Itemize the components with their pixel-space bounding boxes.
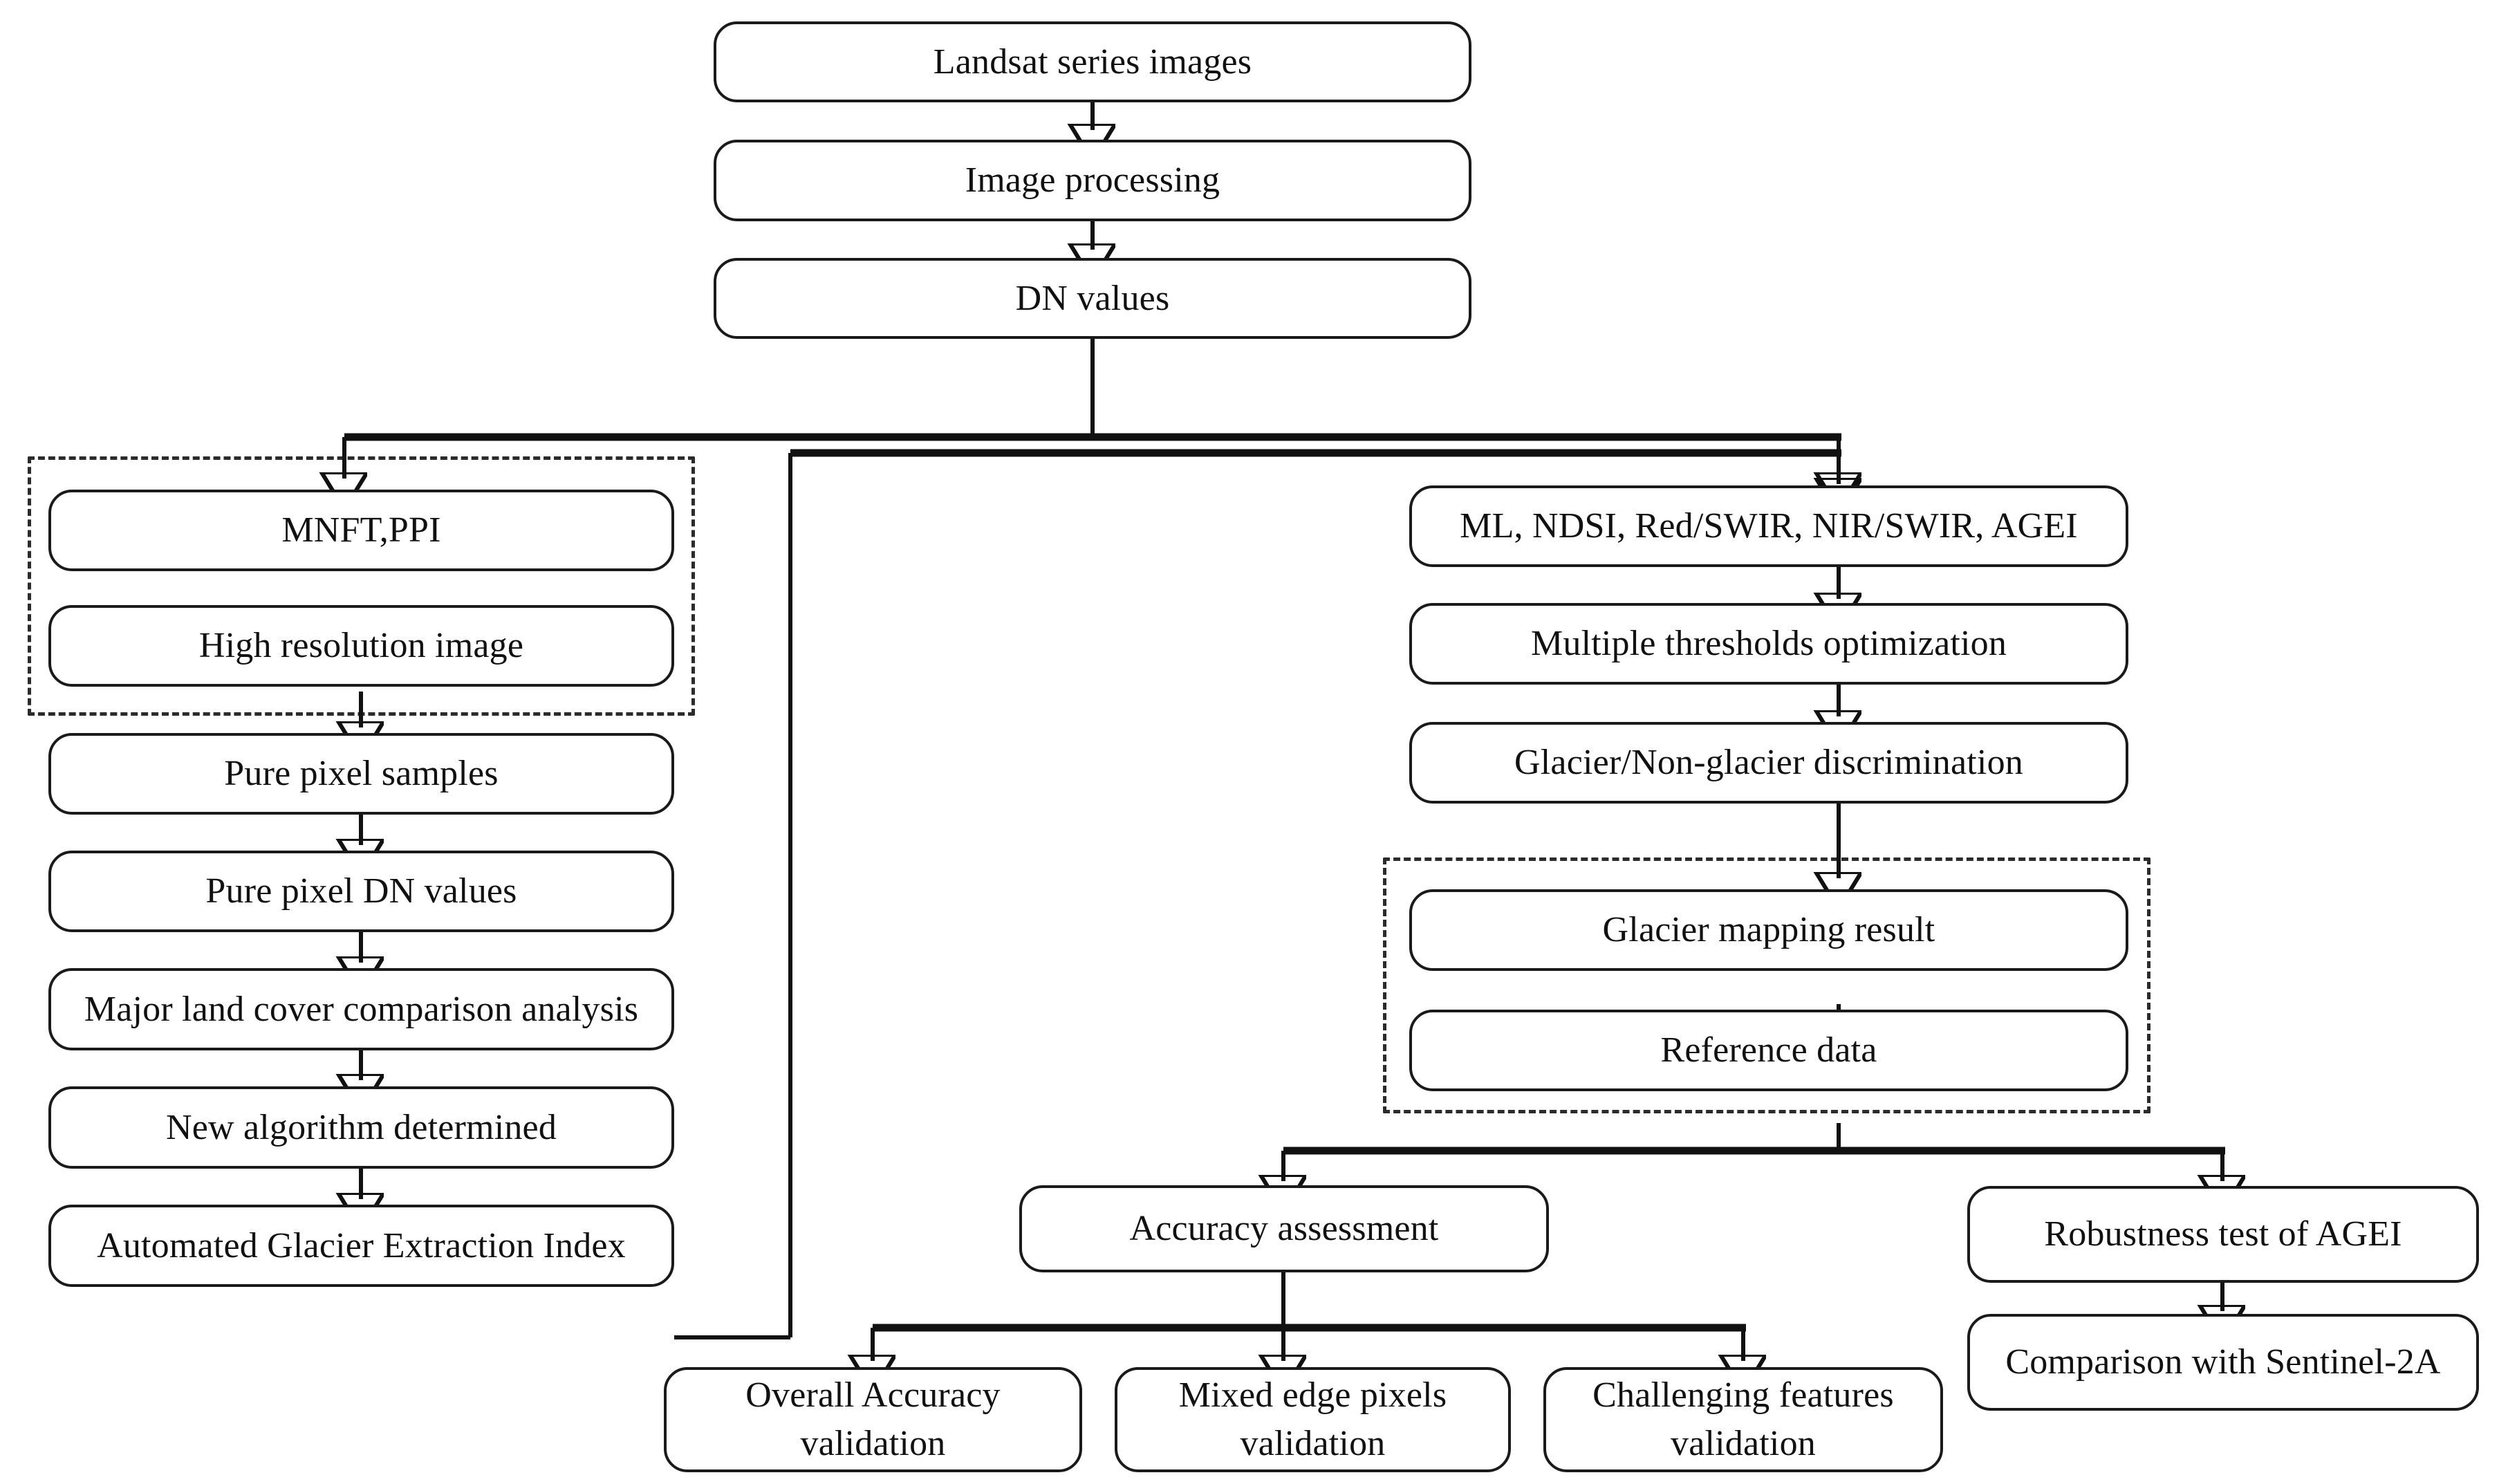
dashed-group-right xyxy=(1383,857,2150,1113)
node-label: Landsat series images xyxy=(933,41,1252,82)
node-accuracy-assessment[interactable]: Accuracy assessment xyxy=(1019,1185,1549,1272)
node-label: Comparison with Sentinel-2A xyxy=(2005,1342,2441,1382)
node-glacier-nonglacier-discrimination[interactable]: Glacier/Non-glacier discrimination xyxy=(1409,722,2128,804)
node-label: Major land cover comparison analysis xyxy=(84,989,639,1029)
node-high-resolution-image[interactable]: High resolution image xyxy=(48,605,674,687)
node-glacier-mapping-result[interactable]: Glacier mapping result xyxy=(1409,889,2128,971)
node-label: Image processing xyxy=(965,160,1220,201)
node-pure-pixel-samples[interactable]: Pure pixel samples xyxy=(48,733,674,815)
node-new-algorithm-determined[interactable]: New algorithm determined xyxy=(48,1086,674,1169)
node-image-processing[interactable]: Image processing xyxy=(714,140,1471,221)
node-label: Reference data xyxy=(1660,1030,1877,1070)
node-label: Multiple thresholds optimization xyxy=(1530,624,2007,664)
node-label: New algorithm determined xyxy=(165,1107,557,1147)
node-reference-data[interactable]: Reference data xyxy=(1409,1010,2128,1091)
node-comparison-with-sentinel-2a[interactable]: Comparison with Sentinel-2A xyxy=(1967,1314,2479,1411)
node-major-land-cover-comparison-analysis[interactable]: Major land cover comparison analysis xyxy=(48,968,674,1050)
node-indices[interactable]: ML, NDSI, Red/SWIR, NIR/SWIR, AGEI xyxy=(1409,485,2128,567)
node-automated-glacier-extraction-index[interactable]: Automated Glacier Extraction Index xyxy=(48,1205,674,1287)
node-landsat-series-images[interactable]: Landsat series images xyxy=(714,21,1471,102)
node-label: Pure pixel DN values xyxy=(205,871,517,911)
node-label-line2: validation xyxy=(1240,1424,1386,1463)
node-label: Accuracy assessment xyxy=(1129,1209,1439,1249)
node-challenging-features-validation[interactable]: Challenging features validation xyxy=(1543,1367,1943,1472)
node-overall-accuracy-validation[interactable]: Overall Accuracy validation xyxy=(664,1367,1082,1472)
node-label: DN values xyxy=(1015,278,1170,318)
node-label: Glacier/Non-glacier discrimination xyxy=(1514,743,2023,783)
node-label: Pure pixel samples xyxy=(224,754,499,794)
node-label-line1: Mixed edge pixels xyxy=(1178,1375,1447,1416)
node-mixed-edge-pixels-validation[interactable]: Mixed edge pixels validation xyxy=(1115,1367,1511,1472)
node-label: High resolution image xyxy=(198,626,524,666)
node-pure-pixel-dn-values[interactable]: Pure pixel DN values xyxy=(48,851,674,932)
node-dn-values[interactable]: DN values xyxy=(714,258,1471,339)
node-robustness-test-of-agei[interactable]: Robustness test of AGEI xyxy=(1967,1186,2479,1283)
node-mnft-ppi[interactable]: MNFT,PPI xyxy=(48,490,674,571)
node-label: MNFT,PPI xyxy=(281,510,441,550)
node-label-line2: validation xyxy=(1671,1424,1816,1463)
node-label: ML, NDSI, Red/SWIR, NIR/SWIR, AGEI xyxy=(1460,506,2078,546)
node-multiple-thresholds-optimization[interactable]: Multiple thresholds optimization xyxy=(1409,603,2128,685)
node-label-line1: Challenging features xyxy=(1592,1375,1894,1416)
node-label: Robustness test of AGEI xyxy=(2044,1214,2402,1254)
node-label: Glacier mapping result xyxy=(1602,910,1935,950)
node-label-line1: Overall Accuracy xyxy=(745,1375,1001,1416)
node-label-line2: validation xyxy=(800,1424,946,1463)
node-label: Automated Glacier Extraction Index xyxy=(97,1225,626,1265)
